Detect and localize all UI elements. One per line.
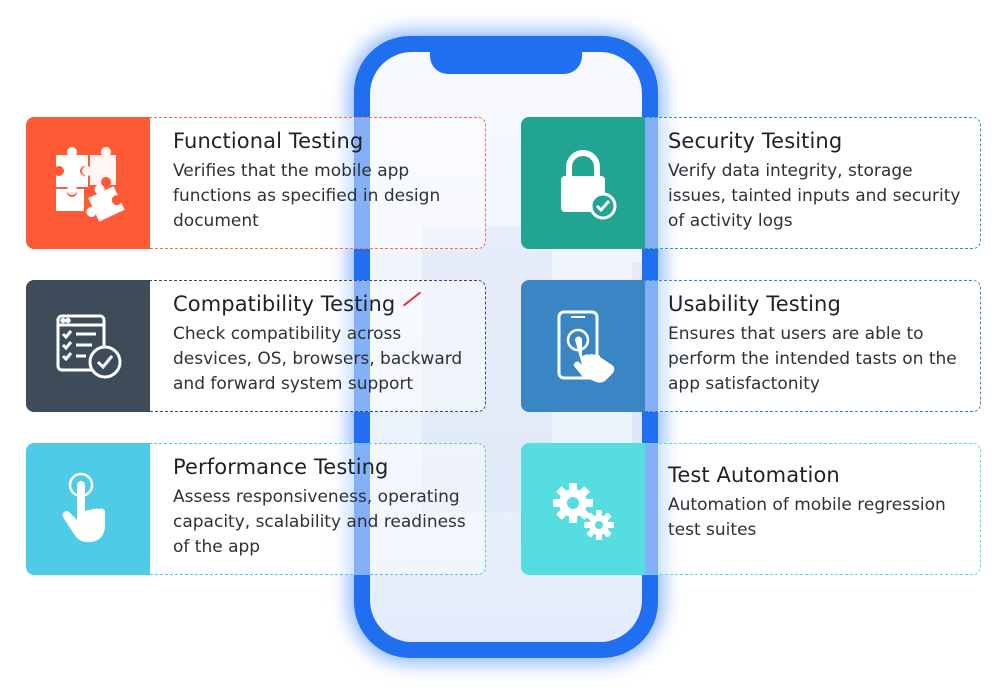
card-usability-testing: Usability Testing Ensures that users are… [521,280,981,412]
card-functional-testing: Functional Testing Verifies that the mob… [26,117,486,249]
card-border [644,117,981,249]
card-border [644,280,981,412]
card-description: Check compatibility across desvices, OS,… [173,324,463,394]
card-border [149,280,486,412]
padlock-icon [521,117,645,249]
card-compatibility-testing: Compatibility Testing Check compatibilit… [26,280,486,412]
gears-icon [521,443,645,575]
tap-hand-icon [26,443,150,575]
card-test-automation: Test Automation Automation of mobile reg… [521,443,981,575]
card-performance-testing: Performance Testing Assess responsivenes… [26,443,486,575]
card-description: Ensures that users are able to perform t… [668,324,957,394]
puzzle-icon [26,117,150,249]
card-description: Automation of mobile regression test sui… [668,495,946,540]
card-description: Verify data integrity, storage issues, t… [668,161,961,231]
card-title: Security Tesiting [668,129,843,153]
card-description: Assess responsiveness, operating capacit… [173,487,466,557]
card-description: Verifies that the mobile app functions a… [173,161,441,231]
card-security-testing: Security Tesiting Verify data integrity,… [521,117,981,249]
touch-phone-icon [521,280,645,412]
phone-notch [430,52,582,74]
card-border [149,443,486,575]
card-title: Compatibility Testing [173,292,396,316]
card-border [149,117,486,249]
card-border [644,443,981,575]
card-title: Test Automation [668,463,840,487]
checklist-icon [26,280,150,412]
card-title: Usability Testing [668,292,841,316]
card-title: Functional Testing [173,129,364,153]
card-title: Performance Testing [173,455,389,479]
